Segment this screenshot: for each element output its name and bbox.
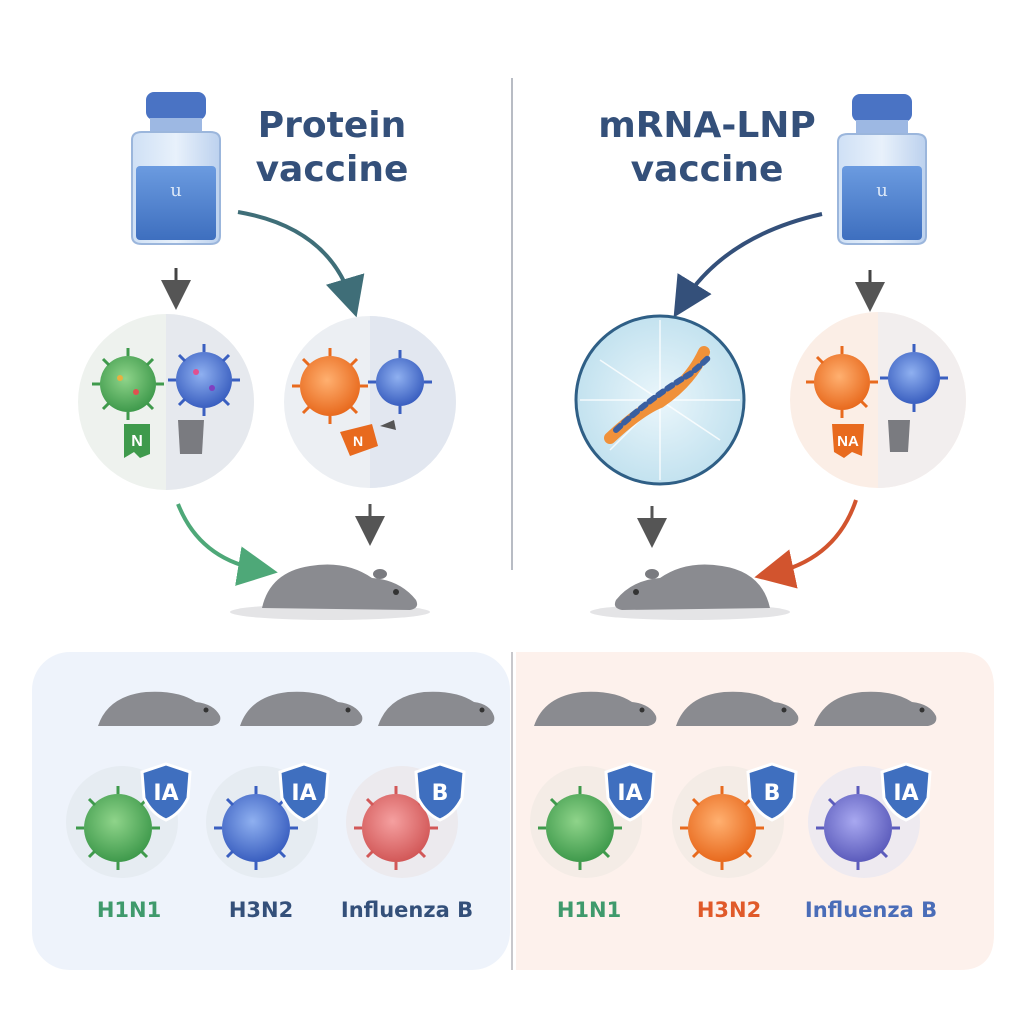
mouse-icon [230,564,430,620]
virus-icon [92,348,164,420]
vial-label: u [170,180,182,201]
antigen-gray-icon [178,420,204,454]
title-line: mRNA-LNP [598,105,816,146]
lnp-mrna-circle [574,314,746,486]
arrow-curved [754,499,858,589]
mouse-icon [98,691,221,726]
mouse-icon [590,564,790,620]
neuraminidase-icon [124,424,150,458]
virus-icon [880,344,948,412]
shield-badge-label: B [764,781,781,806]
virus-icon [368,350,432,414]
protection-shield-icon: IA [880,762,932,822]
protection-shield-icon: IA [278,762,330,822]
shield-badge-label: IA [291,781,316,806]
shield-badge-label: IA [893,781,918,806]
mrna-lnp-vaccine-title: mRNA-LNP vaccine [572,104,842,192]
antigen-circle: N [284,316,456,488]
shield-badge-label: IA [617,781,642,806]
protection-shield-icon: B [746,762,798,822]
title-line: Protein [257,105,407,146]
virus-icon [168,344,240,416]
arrow-curved [673,212,823,318]
protection-shield-icon: B [414,762,466,822]
mouse-icon [240,691,363,726]
mouse-icon [534,691,657,726]
virus-icon [806,346,878,418]
virus-icon [292,348,368,424]
antigen-label: N [131,433,143,450]
antigen-circle: NA [790,312,966,488]
protection-shield-icon: IA [140,762,192,822]
antigen-gray-icon [888,420,910,452]
arrow-curved [237,210,365,318]
neuraminidase-icon [340,424,378,456]
mouse-icon [814,691,937,726]
arrow-curved [176,503,278,586]
strain-label: Influenza B [804,898,938,922]
mrna-vaccine-vial-icon: u [837,94,927,245]
shield-badge-label: B [432,781,449,806]
title-line: vaccine [630,149,784,190]
protein-vaccine-title: Protein vaccine [232,104,432,192]
antigen-label: N [353,433,363,449]
vial-label: u [876,180,888,201]
antigen-circle: N [78,314,254,490]
antigen-label: NA [837,433,859,450]
protection-shield-icon: IA [604,762,656,822]
strain-label: H3N2 [228,898,294,922]
mouse-icon [676,691,799,726]
protein-vaccine-vial-icon: u [131,92,221,245]
mouse-icon [378,691,495,726]
strain-label: H1N1 [96,898,162,922]
shield-badge-label: IA [153,781,178,806]
strain-label: H1N1 [556,898,622,922]
strain-label: H3N2 [696,898,762,922]
neuraminidase-icon [832,424,864,458]
title-line: vaccine [255,149,409,190]
strain-label: Influenza B [340,898,474,922]
